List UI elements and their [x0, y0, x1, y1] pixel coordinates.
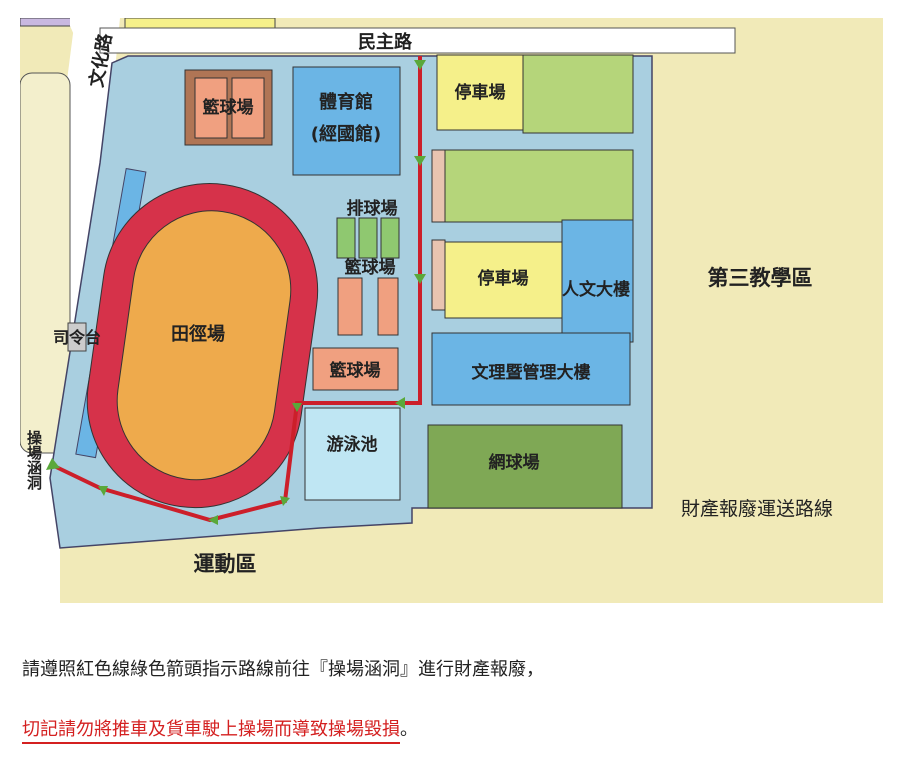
label-tennis: 網球場 — [489, 452, 540, 473]
warning-suffix: 。 — [400, 719, 418, 740]
route-arrows — [46, 60, 426, 525]
building-top-left — [20, 18, 76, 27]
label-gym-alt: (經國館) — [311, 123, 381, 145]
basketball-court-2 — [337, 277, 363, 336]
arrow-icon — [414, 274, 426, 284]
label-volleyball: 排球場 — [347, 198, 398, 219]
label-pool: 游泳池 — [327, 434, 378, 455]
podium — [67, 322, 87, 352]
label-basketball-2: 籃球場 — [344, 257, 396, 278]
volleyball-court — [336, 217, 356, 259]
label-zone3: 第三教學區 — [708, 266, 813, 290]
campus-map: 籃球場 體育館 (經國館) 田徑場 司令台 排球場 籃球場 籃球場 游泳池 停車… — [20, 18, 883, 603]
gymnasium — [292, 66, 401, 176]
parking-lot-1 — [436, 54, 524, 131]
warning-text: 切記請勿將推車及貨車駛上操場而導致操場毀損 — [22, 719, 400, 744]
label-science-mgmt: 文理暨管理大樓 — [472, 362, 591, 383]
green-area-2 — [444, 149, 634, 223]
label-podium: 司令台 — [53, 328, 101, 347]
track-field — [116, 210, 292, 481]
label-basketball-3: 籃球場 — [329, 360, 381, 381]
label-parking-1: 停車場 — [455, 82, 506, 103]
warning-line: 切記請勿將推車及貨車駛上操場而導致操場毀損。 — [22, 715, 418, 744]
arrow-icon — [208, 515, 218, 525]
tennis-court — [427, 424, 623, 509]
culvert-marker-icon — [46, 458, 60, 470]
humanities-building — [561, 219, 634, 343]
basketball-court-3 — [312, 347, 399, 391]
label-culvert: 操場涵洞 — [25, 429, 43, 491]
label-gym: 體育館 — [319, 91, 373, 113]
arrow-icon — [414, 156, 426, 166]
label-track: 田徑場 — [171, 323, 225, 345]
instruction-text: 請遵照紅色線綠色箭頭指示路線前往『操場涵洞』進行財產報廢， — [22, 659, 544, 680]
road-minzhu — [99, 27, 736, 54]
label-basketball-1: 籃球場 — [202, 97, 254, 118]
label-parking-2: 停車場 — [478, 268, 529, 289]
science-management-building — [431, 332, 631, 406]
arrow-icon — [98, 486, 108, 496]
label-sports-zone: 運動區 — [194, 552, 257, 576]
label-road-minzhu: 民主路 — [358, 31, 413, 53]
arrow-icon — [280, 496, 290, 506]
arrow-icon — [395, 397, 405, 409]
arrow-icon — [292, 403, 302, 412]
green-area-1 — [522, 54, 634, 134]
arrow-icon — [414, 60, 426, 70]
parking-lot-2 — [444, 241, 563, 319]
route-legend: 財產報廢運送路線 — [681, 498, 833, 520]
swimming-pool — [304, 407, 401, 501]
label-humanities: 人文大樓 — [562, 279, 630, 300]
